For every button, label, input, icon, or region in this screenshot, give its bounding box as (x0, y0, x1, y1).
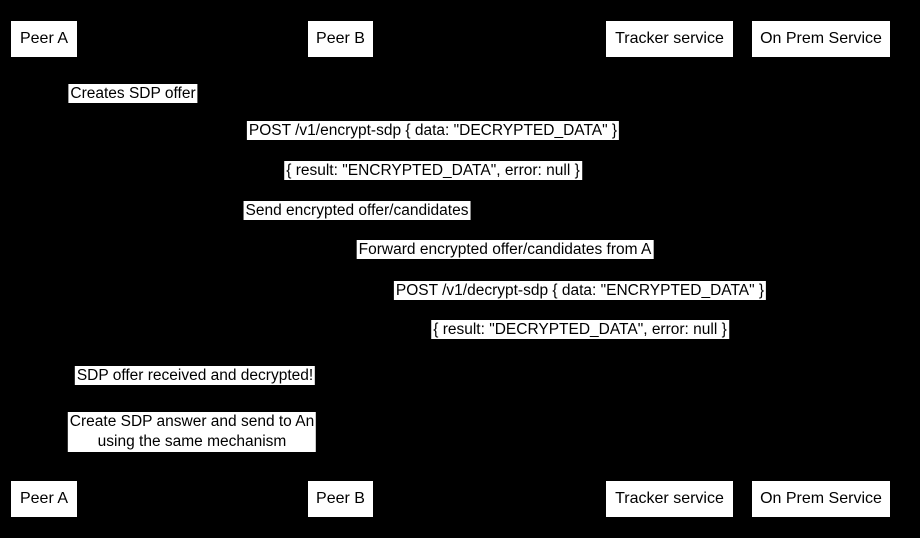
message-create-sdp-answer-line2: using the same mechanism (97, 433, 287, 450)
actor-tracker-service-bottom: Tracker service (606, 481, 733, 517)
actor-peer-b-bottom: Peer B (308, 481, 373, 517)
actor-peer-b-top: Peer B (308, 21, 373, 57)
actor-tracker-service-top: Tracker service (606, 21, 733, 57)
message-post-decrypt-sdp: POST /v1/decrypt-sdp { data: "ENCRYPTED_… (393, 281, 767, 300)
actor-on-prem-service-top: On Prem Service (752, 21, 890, 57)
message-post-encrypt-sdp: POST /v1/encrypt-sdp { data: "DECRYPTED_… (246, 121, 620, 140)
message-send-encrypted-offer: Send encrypted offer/candidates (243, 201, 471, 220)
actor-peer-a-bottom: Peer A (11, 481, 77, 517)
message-forward-encrypted-offer: Forward encrypted offer/candidates from … (356, 240, 654, 259)
message-create-sdp-answer: Create SDP answer and send to An using t… (67, 412, 317, 452)
message-sdp-offer-received: SDP offer received and decrypted! (74, 366, 316, 385)
message-encrypt-result: { result: "ENCRYPTED_DATA", error: null … (284, 161, 582, 180)
actor-on-prem-service-bottom: On Prem Service (752, 481, 890, 517)
message-create-sdp-answer-line1: Create SDP answer and send to An (69, 413, 315, 430)
actor-peer-a-top: Peer A (11, 21, 77, 57)
message-decrypt-result: { result: "DECRYPTED_DATA", error: null … (431, 320, 729, 339)
message-creates-sdp-offer: Creates SDP offer (68, 84, 198, 103)
